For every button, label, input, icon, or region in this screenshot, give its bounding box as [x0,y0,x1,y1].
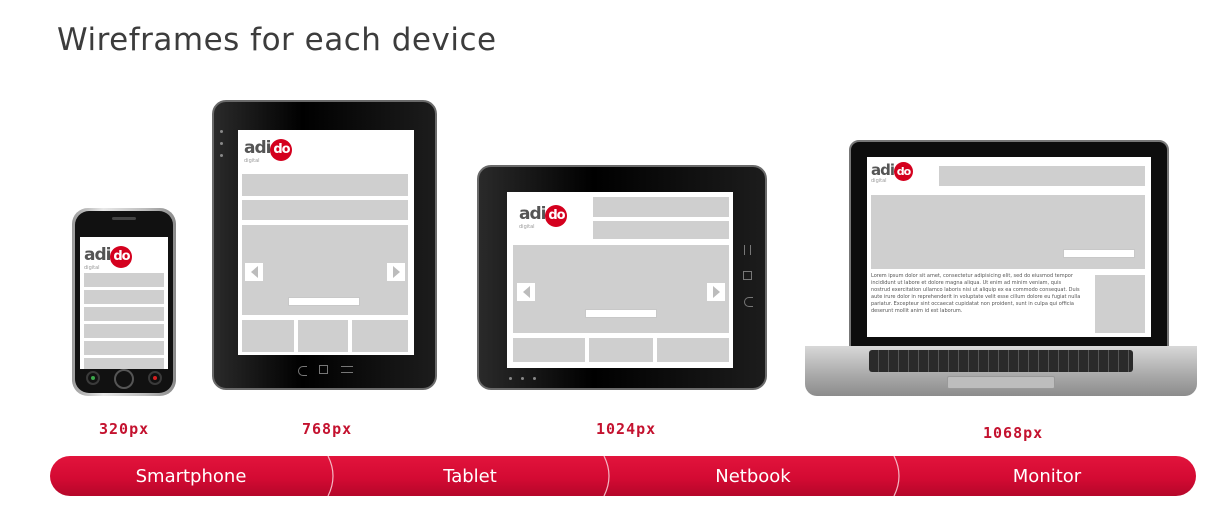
sidebar-block [1095,275,1145,333]
led-icon [533,377,536,380]
tab-monitor[interactable]: Monitor [1012,465,1082,487]
hero-caption-bar [1063,249,1135,258]
carousel-next-arrow[interactable] [387,263,405,281]
page-title: Wireframes for each device [57,22,497,58]
tab-netbook[interactable]: Netbook [715,465,791,487]
home-button-icon [114,369,134,389]
carousel-next-arrow[interactable] [707,283,725,301]
menu-icon [744,245,751,255]
back-icon [744,297,753,307]
end-call-button-icon [148,371,162,385]
sensor-icon [220,154,223,157]
wire-block [593,197,729,217]
wire-block [657,338,729,362]
tab-separator [893,456,900,496]
wire-block [84,273,164,287]
trackpad [947,376,1055,389]
wire-block [939,166,1145,186]
body-text: Lorem ipsum dolor sit amet, consectetur … [871,273,1081,314]
wire-block [242,320,294,352]
wire-block [298,320,348,352]
wire-block [84,290,164,304]
wire-block [84,358,164,369]
wire-block [513,338,585,362]
monitor-width-label: 1068px [983,424,1044,442]
wire-block [84,341,164,355]
back-icon [298,366,307,376]
wire-block [352,320,408,352]
led-icon [509,377,512,380]
carousel-block [513,245,729,333]
wire-block [589,338,653,362]
carousel-caption-bar [585,309,657,318]
tab-separator [327,456,334,496]
device-tab-bar: Smartphone Tablet Netbook Monitor [50,456,1196,496]
wire-block [84,324,164,338]
tab-tablet[interactable]: Tablet [443,465,497,487]
sensor-icon [220,142,223,145]
wire-block [84,307,164,321]
menu-icon [341,366,353,373]
netbook-width-label: 1024px [596,420,657,438]
tab-separator [603,456,610,496]
carousel-prev-arrow[interactable] [517,283,535,301]
tablet-width-label: 768px [302,420,353,438]
home-icon [319,365,328,374]
carousel-prev-arrow[interactable] [245,263,263,281]
carousel-caption-bar [288,297,360,306]
wire-block [593,221,729,239]
speaker-icon [112,217,136,220]
camera-icon [220,130,223,133]
home-icon [743,271,752,280]
led-icon [521,377,524,380]
call-button-icon [86,371,100,385]
wire-block [242,174,408,196]
tab-smartphone[interactable]: Smartphone [135,465,247,487]
smartphone-width-label: 320px [99,420,150,438]
keyboard [869,350,1133,372]
wire-block [242,200,408,220]
